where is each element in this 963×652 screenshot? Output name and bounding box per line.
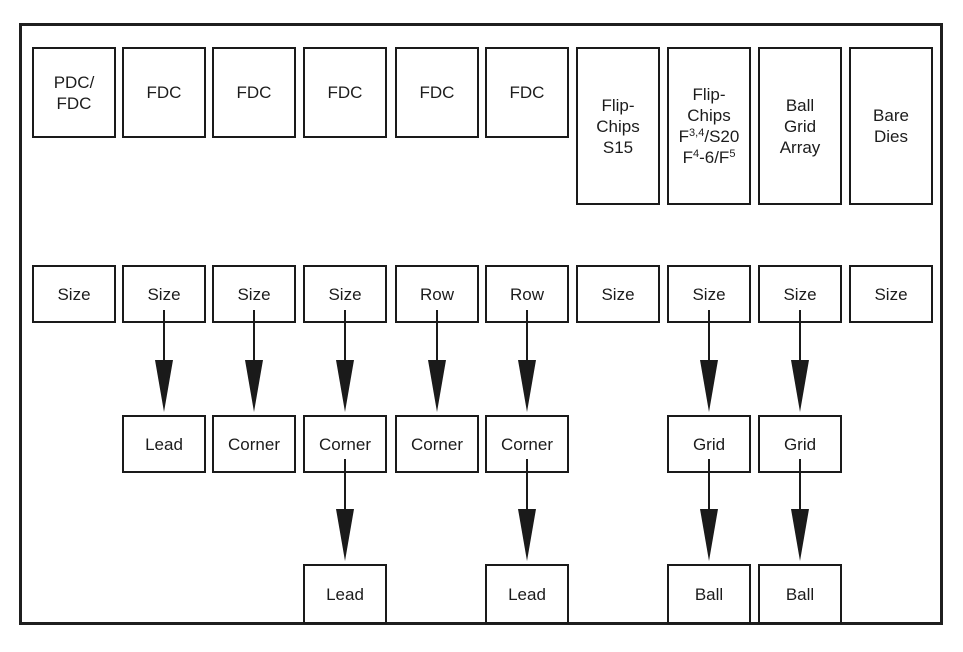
down-arrow-icon bbox=[428, 310, 446, 412]
box-label-line: Corner bbox=[411, 434, 463, 454]
attribute-box-lead: Lead bbox=[122, 415, 206, 473]
box-label-line: Ball bbox=[694, 584, 724, 604]
attribute-box-size: Size bbox=[849, 265, 933, 323]
box-label-line: Chips bbox=[596, 116, 640, 136]
box-label-line: FDC bbox=[146, 83, 182, 102]
device-box-flip-chips-s15: Flip- Chips S15 bbox=[576, 47, 660, 205]
attribute-box-ball: Ball bbox=[667, 564, 751, 624]
box-label-line: Corner bbox=[228, 434, 280, 454]
device-box-pdc-fdc: PDC/ FDC bbox=[32, 47, 116, 138]
device-box-fdc: FDC bbox=[303, 47, 387, 138]
box-label-line: FDC bbox=[419, 83, 455, 102]
device-box-bare-dies: Bare Dies bbox=[849, 47, 933, 205]
box-label-line: F3,4/S20 bbox=[678, 127, 740, 146]
attribute-box-corner: Corner bbox=[303, 415, 387, 473]
box-label-line: Size bbox=[237, 284, 271, 304]
down-arrow-icon bbox=[518, 310, 536, 412]
box-label-line: F4-6/F5 bbox=[682, 148, 736, 167]
box-label-line: Grid bbox=[783, 434, 817, 454]
box-label-line: Ball bbox=[785, 584, 815, 604]
attribute-box-ball: Ball bbox=[758, 564, 842, 624]
box-label-line: Row bbox=[419, 284, 454, 304]
device-box-flip-chips-f: Flip- Chips F3,4/S20 F4-6/F5 bbox=[667, 47, 751, 205]
box-label-line: Ball bbox=[785, 95, 815, 115]
box-label-line: Size bbox=[692, 284, 726, 304]
box-label-line: PDC/ bbox=[53, 72, 95, 92]
box-label-line: Size bbox=[601, 284, 635, 304]
device-box-fdc: FDC bbox=[485, 47, 569, 138]
down-arrow-icon bbox=[245, 310, 263, 412]
box-label-line: Chips bbox=[687, 106, 731, 125]
box-label-line: Dies bbox=[873, 127, 908, 146]
box-label-line: Grid bbox=[692, 434, 726, 454]
box-label-line: Size bbox=[783, 284, 817, 304]
attribute-box-lead: Lead bbox=[303, 564, 387, 624]
attribute-box-size: Size bbox=[576, 265, 660, 323]
box-label-line: Size bbox=[57, 284, 91, 304]
box-label-line: S15 bbox=[602, 137, 634, 157]
attribute-box-lead: Lead bbox=[485, 564, 569, 624]
box-label-line: FDC bbox=[236, 83, 272, 102]
down-arrow-icon bbox=[336, 310, 354, 412]
box-label-line: Corner bbox=[319, 434, 371, 454]
box-label-line: Grid bbox=[783, 116, 817, 136]
box-label-line: Size bbox=[874, 284, 908, 304]
down-arrow-icon bbox=[336, 459, 354, 561]
box-label-line: Size bbox=[147, 284, 181, 304]
box-label-line: Corner bbox=[501, 434, 553, 454]
attribute-box-corner: Corner bbox=[395, 415, 479, 473]
box-label-line: FDC bbox=[56, 93, 92, 113]
down-arrow-icon bbox=[700, 459, 718, 561]
box-label-line: Bare bbox=[873, 106, 909, 125]
device-box-fdc: FDC bbox=[212, 47, 296, 138]
device-box-fdc: FDC bbox=[122, 47, 206, 138]
box-label-line: Lead bbox=[145, 434, 183, 454]
box-label-line: Lead bbox=[508, 584, 546, 604]
down-arrow-icon bbox=[518, 459, 536, 561]
box-label-line: Array bbox=[779, 137, 821, 157]
device-box-fdc: FDC bbox=[395, 47, 479, 138]
box-label-line: Row bbox=[509, 284, 544, 304]
box-label-line: FDC bbox=[509, 83, 545, 102]
down-arrow-icon bbox=[155, 310, 173, 412]
device-box-ball-grid-array: Ball Grid Array bbox=[758, 47, 842, 205]
down-arrow-icon bbox=[700, 310, 718, 412]
down-arrow-icon bbox=[791, 459, 809, 561]
attribute-box-corner: Corner bbox=[212, 415, 296, 473]
box-label-line: Flip- bbox=[601, 95, 635, 115]
attribute-box-size: Size bbox=[32, 265, 116, 323]
box-label-line: Lead bbox=[326, 584, 364, 604]
down-arrow-icon bbox=[791, 310, 809, 412]
box-label-line: FDC bbox=[327, 83, 363, 102]
box-label-line: Size bbox=[328, 284, 362, 304]
box-label-line: Flip- bbox=[692, 85, 726, 104]
